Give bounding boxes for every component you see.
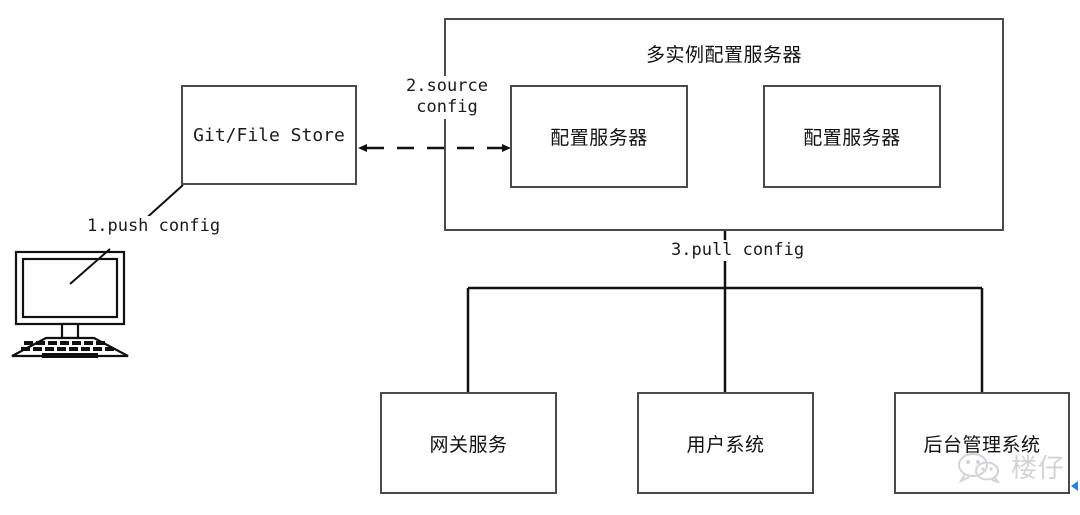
edge-label-pull-config: 3.pull config xyxy=(668,240,808,262)
service-box-gateway[interactable]: 网关服务 xyxy=(380,392,557,494)
edge-label-source-config-line1: 2.source xyxy=(406,76,488,96)
config-server-label-2: 配置服务器 xyxy=(803,127,901,149)
config-server-label-1: 配置服务器 xyxy=(550,127,648,149)
git-file-store-box[interactable]: Git/File Store xyxy=(181,85,357,185)
service-box-user-system[interactable]: 用户系统 xyxy=(637,392,814,494)
service-label-gateway: 网关服务 xyxy=(429,433,508,456)
desktop-computer-icon xyxy=(11,250,129,358)
service-box-admin-system[interactable]: 后台管理系统 xyxy=(894,392,1070,494)
scroll-marker-icon xyxy=(1071,481,1078,491)
config-server-box-1[interactable]: 配置服务器 xyxy=(510,85,688,188)
git-file-store-label: Git/File Store xyxy=(193,124,345,146)
multi-instance-container[interactable]: 多实例配置服务器 xyxy=(444,18,1004,231)
service-label-admin-system: 后台管理系统 xyxy=(923,433,1041,456)
config-server-box-2[interactable]: 配置服务器 xyxy=(763,85,941,188)
edge-label-push-config: 1.push config xyxy=(84,216,224,238)
edge-label-source-config-line2: config xyxy=(416,97,478,118)
edge-label-source-config: 2.source config xyxy=(389,76,505,119)
service-label-user-system: 用户系统 xyxy=(686,433,765,456)
multi-instance-container-title: 多实例配置服务器 xyxy=(645,44,802,66)
